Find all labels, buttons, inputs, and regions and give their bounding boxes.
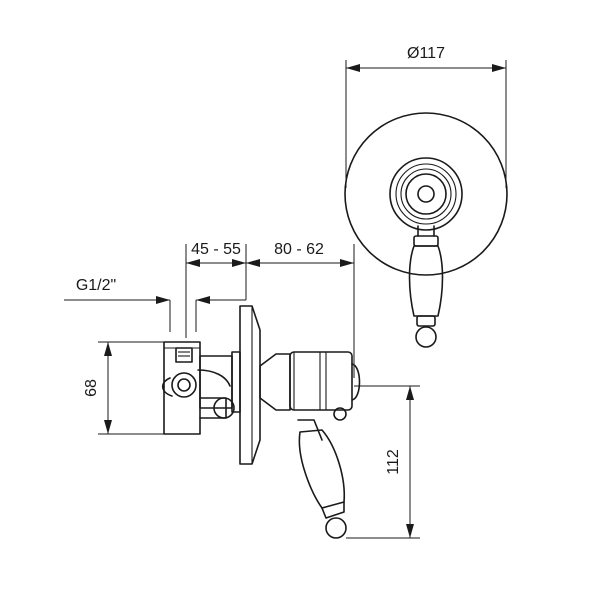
range-1-label: 45 - 55 (191, 241, 241, 258)
spindle-center (417, 185, 435, 203)
arrow-icon-g (104, 342, 112, 356)
lever-pivot (333, 407, 347, 421)
inlet-fitting (175, 347, 193, 363)
lever-end-cap (416, 315, 436, 327)
boss-ring-outer (389, 157, 463, 231)
height-112-label: 112 (385, 449, 402, 475)
cartridge-body (289, 351, 353, 411)
side-lever-collar (321, 501, 345, 519)
arrow-icon-f (196, 296, 210, 304)
side-view: 45 - 55 80 - 62 G1/2" 68 112 (64, 241, 420, 539)
arrow-left-icon (346, 64, 360, 72)
lever-knob (415, 326, 437, 348)
side-lever-handle (298, 429, 346, 509)
rosette-plate (344, 112, 508, 276)
port-curve-right (197, 369, 231, 387)
arrow-icon-c (246, 259, 260, 267)
lever-collar (413, 235, 439, 247)
arrow-right-icon (492, 64, 506, 72)
thread-label: G1/2" (76, 277, 116, 294)
front-view: Ø117 (344, 45, 508, 348)
cartridge-base (259, 353, 291, 411)
height-68-label: 68 (83, 379, 100, 397)
arrow-icon-d (340, 259, 354, 267)
arrow-icon-e (156, 296, 170, 304)
arrow-icon-j (406, 524, 414, 538)
port-inner (177, 378, 191, 392)
boss-ring-3 (400, 168, 452, 220)
arrow-icon-a (186, 259, 200, 267)
diameter-label: Ø117 (407, 45, 445, 62)
arrow-icon-b (232, 259, 246, 267)
side-lever-knob (325, 517, 347, 539)
lever-handle (408, 245, 444, 317)
port-outer (171, 372, 197, 398)
arrow-icon-i (406, 386, 414, 400)
port-curve-left (161, 377, 173, 397)
boss-ring-4 (405, 173, 447, 215)
boss-ring-2 (395, 163, 457, 225)
rosette-profile (239, 305, 261, 465)
end-cap (351, 363, 361, 401)
arrow-icon-h (104, 420, 112, 434)
range-2-label: 80 - 62 (274, 241, 324, 258)
lever-neck (297, 419, 323, 441)
